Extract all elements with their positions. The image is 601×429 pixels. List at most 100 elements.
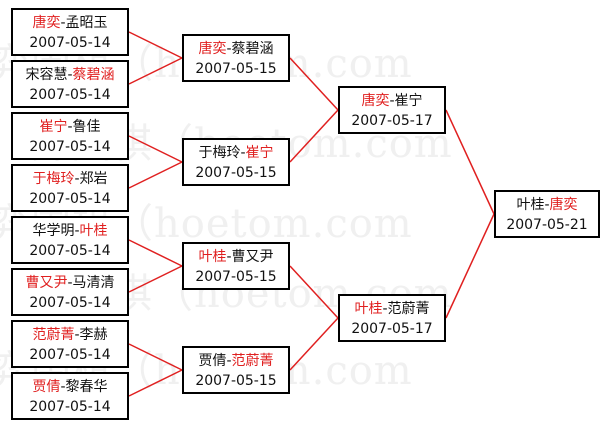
match-date: 2007-05-14 [29,399,111,415]
match-date: 2007-05-17 [351,321,433,337]
connector-line [289,265,339,319]
player-separator: - [226,249,232,265]
match-players: 叶桂-曹又尹 [184,247,288,267]
match-date: 2007-05-14 [29,347,111,363]
match-node-round-2-4: 贾倩-范蔚菁 2007-05-15 [182,346,290,394]
connector-line [289,57,339,111]
player-name: 叶桂 [516,197,545,213]
winner-name: 叶桂 [354,301,383,317]
player-separator: - [67,67,73,83]
match-players: 华学明-叶桂 [13,221,127,241]
winner-name: 范蔚菁 [231,353,274,369]
winner-name: 叶桂 [79,223,108,239]
player-separator: - [74,223,80,239]
player-name: 宋容慧 [25,67,68,83]
player-name: 崔宁 [394,93,423,109]
match-node-round-2-3: 叶桂-曹又尹 2007-05-15 [182,242,290,290]
winner-name: 唐奕 [198,41,227,57]
winner-name: 崔宁 [39,119,68,135]
player-name: 郑岩 [79,171,108,187]
player-separator: - [60,15,66,31]
player-separator: - [226,353,232,369]
winner-name: 崔宁 [245,145,274,161]
match-players: 贾倩-范蔚菁 [184,351,288,371]
connector-line [128,369,183,397]
winner-name: 曹又尹 [25,275,68,291]
match-date: 2007-05-14 [29,191,111,207]
winner-name: 唐奕 [361,93,390,109]
player-separator: - [382,301,388,317]
player-name: 马清清 [72,275,115,291]
player-separator: - [544,197,550,213]
winner-name: 贾倩 [32,379,61,395]
player-name: 范蔚菁 [387,301,430,317]
match-players: 叶桂-范蔚菁 [340,299,444,319]
match-node-round-2-2: 于梅玲-崔宁 2007-05-15 [182,138,290,186]
match-players: 唐奕-蔡碧涵 [184,39,288,59]
match-date: 2007-05-15 [195,165,277,181]
player-name: 黎春华 [65,379,108,395]
player-name: 曹又尹 [231,249,274,265]
match-date: 2007-05-15 [195,373,277,389]
match-date: 2007-05-14 [29,87,111,103]
match-players: 贾倩-黎春华 [13,377,127,397]
connector-line [128,57,183,85]
connector-line [128,161,183,189]
player-separator: - [389,93,395,109]
match-players: 于梅玲-郑岩 [13,169,127,189]
match-node-round-1-8: 贾倩-黎春华 2007-05-14 [11,372,129,420]
winner-name: 唐奕 [32,15,61,31]
connector-line [445,213,495,319]
player-separator: - [67,275,73,291]
match-date: 2007-05-14 [29,35,111,51]
match-node-round-1-4: 于梅玲-郑岩 2007-05-14 [11,164,129,212]
player-name: 李赫 [79,327,108,343]
player-separator: - [74,171,80,187]
match-date: 2007-05-17 [351,113,433,129]
match-date: 2007-05-14 [29,295,111,311]
connector-line [128,239,183,267]
winner-name: 于梅玲 [32,171,75,187]
winner-name: 叶桂 [198,249,227,265]
connector-line [128,343,183,371]
match-node-semifinal-1: 唐奕-崔宁 2007-05-17 [338,86,446,134]
connector-line [289,109,339,163]
winner-name: 蔡碧涵 [72,67,115,83]
match-players: 宋容慧-蔡碧涵 [13,65,127,85]
player-name: 贾倩 [198,353,227,369]
winner-name: 唐奕 [549,197,578,213]
match-players: 范蔚菁-李赫 [13,325,127,345]
connector-line [289,317,339,371]
player-name: 蔡碧涵 [231,41,274,57]
player-separator: - [67,119,73,135]
connector-line [128,135,183,163]
player-separator: - [74,327,80,343]
player-separator: - [60,379,66,395]
match-players: 叶桂-唐奕 [496,195,598,215]
match-date: 2007-05-15 [195,269,277,285]
match-node-round-1-6: 曹又尹-马清清 2007-05-14 [11,268,129,316]
player-separator: - [226,41,232,57]
match-players: 于梅玲-崔宁 [184,143,288,163]
match-date: 2007-05-21 [506,217,588,233]
connector-line [128,265,183,293]
winner-name: 范蔚菁 [32,327,75,343]
match-node-round-1-3: 崔宁-鲁佳 2007-05-14 [11,112,129,160]
connector-line [128,31,183,59]
match-date: 2007-05-14 [29,243,111,259]
match-node-round-1-1: 唐奕-孟昭玉 2007-05-14 [11,8,129,56]
match-players: 唐奕-崔宁 [340,91,444,111]
player-name: 孟昭玉 [65,15,108,31]
player-name: 华学明 [32,223,75,239]
match-node-final-1: 叶桂-唐奕 2007-05-21 [494,190,600,238]
connector-line [445,109,495,215]
match-node-round-1-2: 宋容慧-蔡碧涵 2007-05-14 [11,60,129,108]
match-players: 崔宁-鲁佳 [13,117,127,137]
player-name: 于梅玲 [198,145,241,161]
match-date: 2007-05-14 [29,139,111,155]
player-name: 鲁佳 [72,119,101,135]
match-players: 唐奕-孟昭玉 [13,13,127,33]
match-node-semifinal-2: 叶桂-范蔚菁 2007-05-17 [338,294,446,342]
